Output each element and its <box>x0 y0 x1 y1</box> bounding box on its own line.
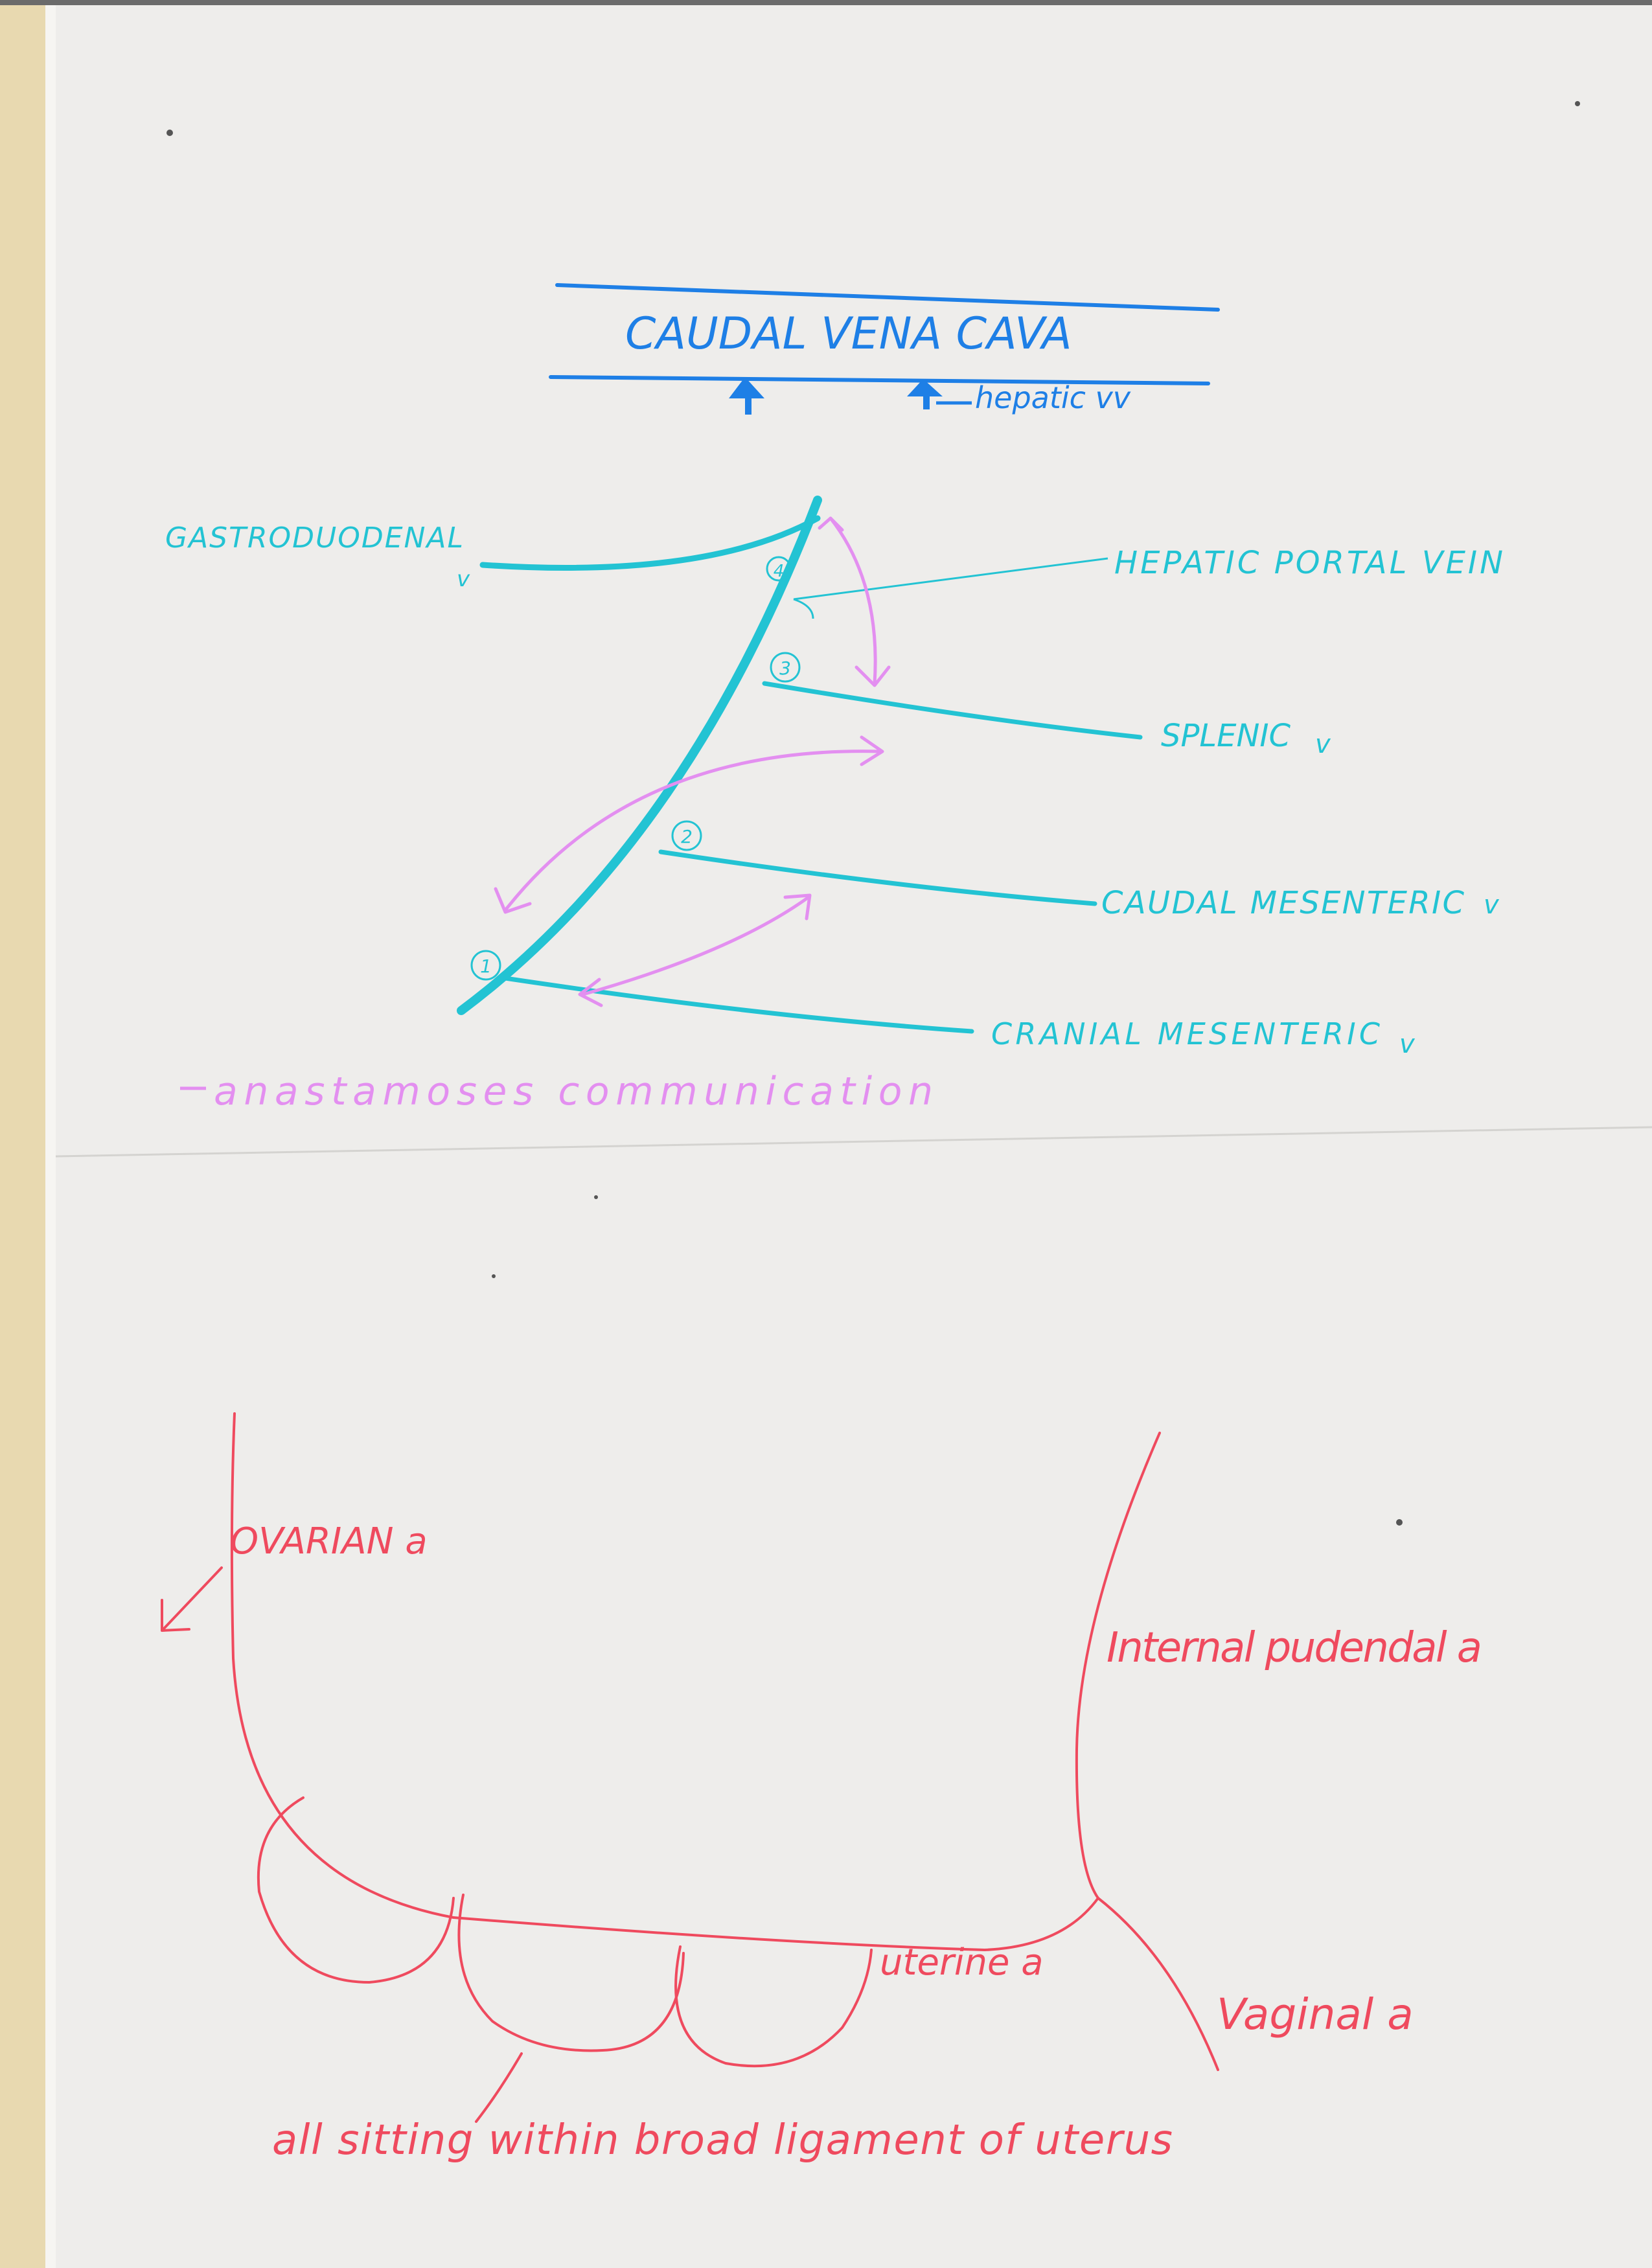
ovarian-arrowhead-icon <box>161 1599 190 1632</box>
junction-number-1: 1 <box>480 956 492 977</box>
ovarian-artery-label: OVARIAN a <box>230 1520 428 1563</box>
top-shadow <box>0 0 1652 5</box>
hepatic-portal-vein-label: HEPATIC PORTAL VEIN <box>1114 545 1503 581</box>
uterine-artery-label: uterine a <box>880 1942 1044 1984</box>
cranial-mesenteric-suffix: v <box>1399 1029 1416 1059</box>
anastomosis-arrows <box>494 516 891 1007</box>
arrowhead-icon <box>494 887 532 914</box>
hepatic-vein-arrow-icon <box>729 377 764 415</box>
hepatic-portal-vein-trunk <box>457 496 822 1015</box>
caption-pointer <box>475 2052 523 2123</box>
vena-cava-title: CAUDAL VENA CAVA <box>625 308 1072 360</box>
gastroduodenal-branch <box>479 515 821 571</box>
uterine-labels: OVARIAN a Internal pudendal a uterine a … <box>230 1520 1482 2164</box>
uterine-loop-3 <box>674 1945 873 2068</box>
arrowhead-icon <box>855 665 891 687</box>
hepatic-portal-pointer-tail <box>793 598 814 619</box>
binding-strip <box>0 0 45 2268</box>
junction-marker-1 <box>470 950 501 981</box>
vaginal-artery <box>1097 1897 1219 2071</box>
speck <box>594 1195 598 1199</box>
ovarian-arrow-shaft <box>162 1566 223 1631</box>
hepatic-veins-label: hepatic vv <box>975 380 1131 415</box>
internal-pudendal-label: Internal pudendal a <box>1107 1624 1482 1672</box>
uterine-loop-2 <box>457 1894 685 2052</box>
ovarian-artery <box>230 1412 455 1919</box>
splenic-label: SPLENIC <box>1161 718 1291 754</box>
arrowhead-icon <box>860 735 884 766</box>
internal-pudendal-artery <box>1075 1432 1161 1899</box>
hepatic-portal-pointer <box>793 557 1108 601</box>
vaginal-artery-label: Vaginal a <box>1217 1989 1414 2039</box>
caudal-mesenteric-suffix: v <box>1484 890 1500 920</box>
cranial-mesenteric-branch <box>503 976 974 1034</box>
speck <box>1396 1519 1403 1526</box>
hepatic-vein-arrow-icon <box>907 379 943 409</box>
scan-specks <box>166 101 1580 1526</box>
speck <box>1575 101 1580 106</box>
uterine-loop-1 <box>257 1796 455 1984</box>
caudal-mesenteric-label: CAUDAL MESENTERIC <box>1101 885 1464 921</box>
junction-marker-3 <box>770 652 801 683</box>
vena-cava-lower-wall <box>549 375 1210 385</box>
junction-number-2: 2 <box>681 826 693 847</box>
broad-ligament-caption: all sitting within broad ligament of ute… <box>272 2116 1173 2164</box>
junction-marker-4 <box>766 556 792 582</box>
gastroduodenal-label: GASTRODUODENAL <box>165 521 463 555</box>
speck <box>166 130 173 136</box>
anastomosis-arrow-middle <box>503 750 883 912</box>
anastomosis-arrow-lower <box>581 895 810 996</box>
caudal-mesenteric-branch <box>658 849 1097 906</box>
speck <box>492 1274 496 1278</box>
page-edge <box>45 0 56 2268</box>
vena-cava-upper-wall <box>555 283 1220 312</box>
fold-crease <box>55 1126 1652 1158</box>
junction-number-3: 3 <box>779 658 791 679</box>
junction-number-4: 4 <box>774 562 785 581</box>
portal-diagram: CAUDAL VENA CAVA hepatic vv 4 3 2 1 <box>165 283 1503 1114</box>
splenic-branch <box>762 681 1143 740</box>
arrowhead-icon <box>818 516 844 532</box>
arrowhead-icon <box>578 978 603 1007</box>
anastomoses-legend: anastamoses communication <box>214 1069 933 1114</box>
arrowhead-icon <box>783 893 812 921</box>
uterine-artery <box>452 1897 1099 1951</box>
junction-marker-2 <box>671 820 702 851</box>
uterine-diagram <box>161 1412 1219 2123</box>
gastroduodenal-suffix: v <box>457 566 470 592</box>
splenic-suffix: v <box>1315 729 1331 759</box>
anastomosis-arrow-upper <box>829 516 877 685</box>
